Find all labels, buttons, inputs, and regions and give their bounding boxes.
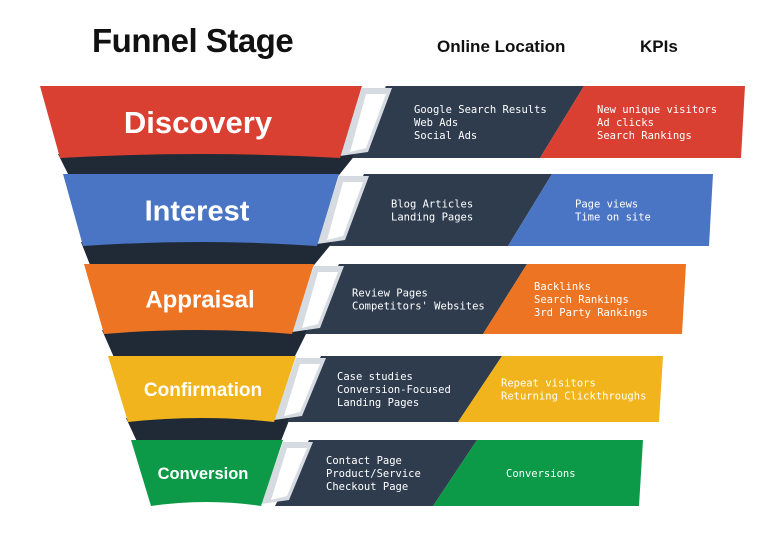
funnel-fold-highlight bbox=[302, 272, 338, 328]
funnel-connector bbox=[58, 154, 356, 180]
kpi-panel bbox=[458, 356, 663, 422]
kpi-item: Page views bbox=[575, 199, 638, 211]
stage-label: Confirmation bbox=[144, 380, 262, 401]
funnel-stage-heading: Funnel Stage bbox=[92, 22, 294, 59]
kpi-item: Search Rankings bbox=[597, 130, 692, 142]
kpi-item: Search Rankings bbox=[534, 294, 629, 306]
location-item: Social Ads bbox=[414, 130, 477, 142]
funnel-fold-highlight bbox=[327, 182, 363, 240]
funnel-fold-highlight bbox=[284, 364, 320, 416]
location-panel bbox=[287, 356, 502, 422]
location-item: Google Search Results bbox=[414, 104, 547, 116]
kpi-item: 3rd Party Rankings bbox=[534, 307, 648, 319]
stage-label: Discovery bbox=[124, 105, 273, 140]
funnel-connectors bbox=[58, 154, 356, 446]
funnel-connector bbox=[102, 330, 308, 362]
stage-band bbox=[131, 440, 283, 506]
stage-band bbox=[40, 86, 362, 158]
kpi-item: Repeat visitors bbox=[501, 378, 596, 390]
location-item: Checkout Page bbox=[326, 481, 408, 493]
kpi-panel bbox=[483, 264, 686, 334]
kpi-item: Conversions bbox=[506, 468, 576, 480]
online-location-heading: Online Location bbox=[437, 37, 566, 56]
location-panel bbox=[305, 264, 527, 334]
location-item: Review Pages bbox=[352, 288, 428, 300]
funnel-connector bbox=[81, 242, 333, 270]
location-item: Contact Page bbox=[326, 455, 402, 467]
location-item: Case studies bbox=[337, 371, 413, 383]
kpi-item: Ad clicks bbox=[597, 117, 654, 129]
location-panel bbox=[275, 440, 477, 506]
location-panel bbox=[352, 86, 584, 158]
location-item: Competitors' Websites bbox=[352, 301, 485, 313]
stage-conversion: Conversion Contact PageProduct/ServiceChe… bbox=[131, 440, 643, 506]
location-item: Landing Pages bbox=[391, 212, 473, 224]
location-panel bbox=[330, 174, 552, 246]
stage-confirmation: Confirmation Case studiesConversion-Focus… bbox=[108, 356, 663, 422]
stage-band bbox=[84, 264, 314, 334]
funnel-connector bbox=[126, 418, 290, 446]
kpi-item: Backlinks bbox=[534, 281, 591, 293]
stage-label: Interest bbox=[145, 195, 250, 227]
stage-label: Appraisal bbox=[145, 287, 254, 314]
kpi-panel bbox=[433, 440, 643, 506]
location-item: Web Ads bbox=[414, 117, 458, 129]
stage-band bbox=[108, 356, 296, 422]
location-item: Blog Articles bbox=[391, 199, 473, 211]
location-item: Product/Service bbox=[326, 468, 421, 480]
kpi-item: Time on site bbox=[575, 212, 651, 224]
kpi-panel bbox=[508, 174, 713, 246]
funnel-fold-highlight bbox=[271, 448, 307, 500]
location-item: Conversion-Focused bbox=[337, 384, 451, 396]
kpi-item: Returning Clickthroughs bbox=[501, 391, 646, 403]
kpis-heading: KPIs bbox=[640, 37, 678, 56]
stage-label: Conversion bbox=[158, 465, 249, 483]
location-item: Landing Pages bbox=[337, 397, 419, 409]
funnel-fold-highlight bbox=[350, 94, 386, 152]
kpi-item: New unique visitors bbox=[597, 104, 717, 116]
stage-band bbox=[63, 174, 339, 246]
kpi-panel bbox=[540, 86, 745, 158]
